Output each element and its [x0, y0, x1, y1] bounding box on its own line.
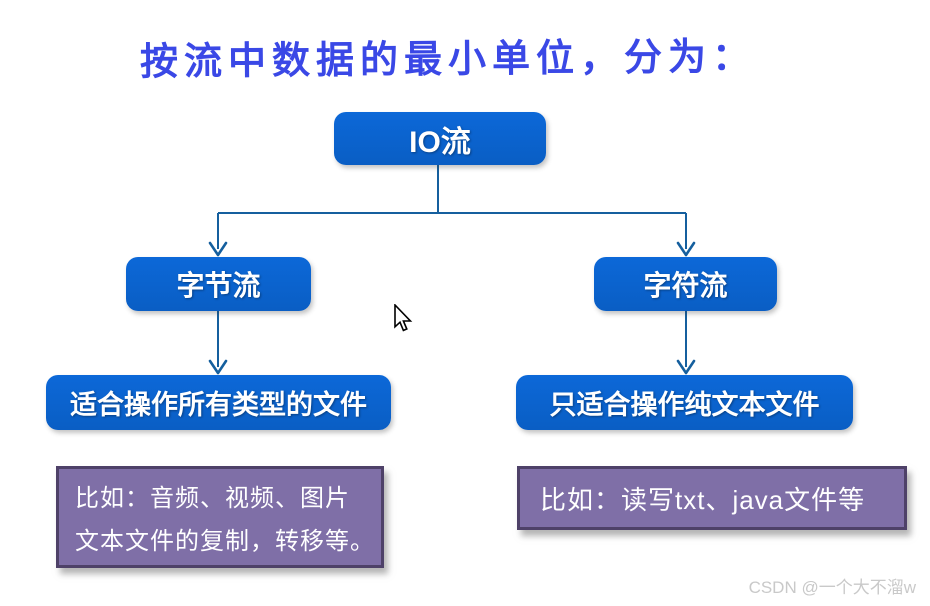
node-io-stream-label: IO流 [409, 125, 471, 159]
arrowhead-char-desc-icon [676, 359, 696, 375]
note-byte-examples-line1: 比如：音频、视频、图片 [75, 484, 350, 512]
node-char-stream-description: 只适合操作纯文本文件 [516, 375, 853, 430]
arrowhead-byte-desc-icon [208, 359, 228, 375]
node-byte-stream-description: 适合操作所有类型的文件 [46, 375, 391, 430]
arrowhead-right-icon [676, 241, 696, 257]
arrowhead-left-icon [208, 241, 228, 257]
csdn-watermark: CSDN @一个大不溜w [748, 578, 916, 597]
mouse-cursor-icon [394, 304, 413, 332]
node-byte-stream-label: 字节流 [176, 270, 261, 301]
note-char-examples-line: 比如：读写txt、java文件等 [540, 484, 866, 515]
node-byte-stream-description-label: 适合操作所有类型的文件 [70, 390, 367, 420]
note-char-stream-examples: 比如：读写txt、java文件等 [517, 466, 907, 530]
node-char-stream-description-label: 只适合操作纯文本文件 [549, 390, 820, 420]
note-byte-examples-line2: 文本文件的复制，转移等。 [75, 528, 375, 556]
node-byte-stream: 字节流 [126, 257, 311, 311]
node-io-stream: IO流 [334, 112, 546, 165]
note-byte-stream-examples: 比如：音频、视频、图片 文本文件的复制，转移等。 [56, 466, 384, 568]
node-char-stream: 字符流 [594, 257, 777, 311]
node-char-stream-label: 字符流 [643, 270, 728, 301]
